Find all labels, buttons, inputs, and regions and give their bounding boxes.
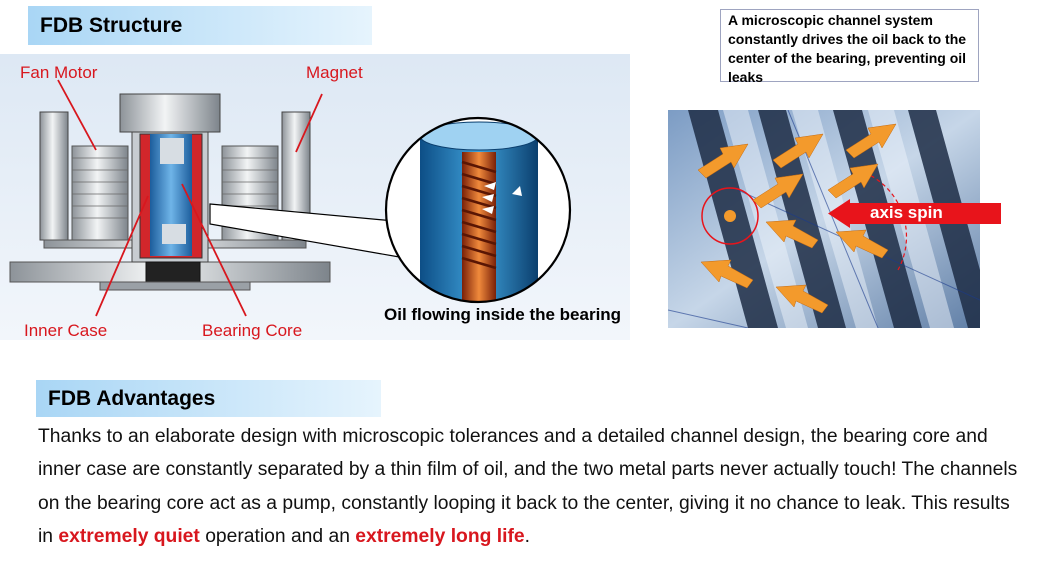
advantages-text-1: Thanks to an elaborate design with micro… — [38, 426, 1018, 547]
advantages-text-2: operation and an — [199, 525, 356, 547]
advantages-text-3: . — [524, 525, 530, 547]
oil-flow-arrows-icon — [482, 182, 522, 214]
fdb-advantages-header: FDB Advantages — [36, 380, 381, 417]
bearing-magnified-view — [384, 116, 572, 304]
extremely-long-life-highlight: extremely long life — [355, 525, 525, 547]
oil-direction-arrows-icon — [697, 123, 897, 314]
oil-flow-caption: Oil flowing inside the bearing — [384, 305, 622, 324]
extremely-quiet-highlight: extremely quiet — [58, 525, 200, 547]
fdb-structure-header: FDB Structure — [28, 6, 372, 45]
axis-spin-label: axis spin — [870, 203, 943, 222]
fan-motor-label: Fan Motor — [20, 63, 98, 82]
channel-system-note: A microscopic channel system constantly … — [720, 9, 979, 85]
bearing-core-label: Bearing Core — [202, 321, 303, 340]
fdb-structure-diagram — [0, 54, 630, 340]
inner-case-label: Inner Case — [24, 321, 108, 340]
advantages-paragraph: Thanks to an elaborate design with micro… — [38, 420, 1028, 553]
magnet-label: Magnet — [306, 63, 363, 82]
axis-spin-arrow — [828, 199, 1001, 228]
